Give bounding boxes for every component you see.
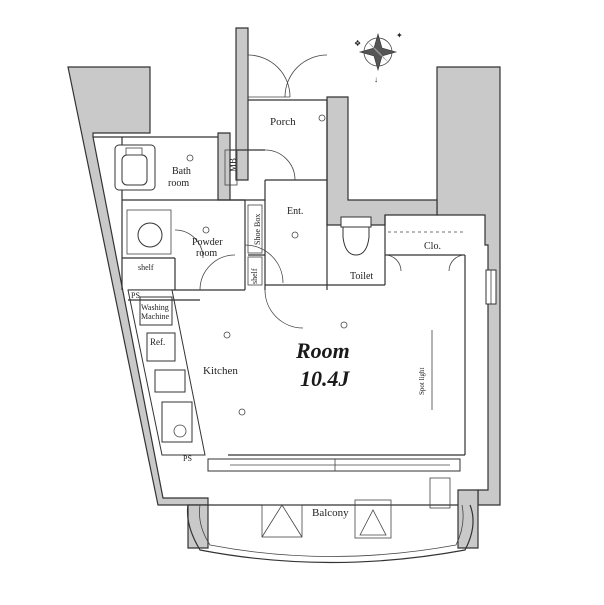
balcony-sash [207, 458, 461, 472]
svg-text:✦: ✦ [396, 31, 403, 40]
ref-label: Ref. [150, 337, 165, 347]
bath-label-line1: Bath [172, 166, 191, 177]
windows [485, 269, 497, 305]
washing-label-line2: Machine [141, 312, 169, 321]
doors [174, 54, 466, 329]
svg-text:↓: ↓ [374, 75, 378, 84]
shelf-mid-label: shelf [250, 268, 259, 284]
shelf-left-label: shelf [138, 263, 154, 272]
left-outer-wall [67, 66, 209, 506]
room-labels: Porch MB Bath room Ent. Shoe Box Powder … [131, 116, 441, 519]
toilet-label: Toilet [350, 271, 373, 282]
clo-label: Clo. [424, 241, 441, 252]
refrigerator [146, 332, 176, 362]
powder-label-line2: room [196, 248, 217, 259]
toilet-fixture [342, 224, 370, 256]
spot-light-label: Spot light [418, 368, 426, 395]
kitchen-label: Kitchen [203, 365, 238, 377]
room-size-label: 10.4J [300, 366, 351, 391]
porch-label: Porch [270, 116, 296, 128]
compass-rose-icon: ❖ ✦ ↓ [354, 31, 403, 84]
balcony [186, 477, 474, 564]
ps-top-label: PS [131, 291, 140, 300]
svg-text:❖: ❖ [354, 39, 361, 48]
stove [161, 401, 193, 443]
core-wall-right [326, 96, 438, 226]
electrical-symbols [186, 114, 348, 416]
washbasin [137, 222, 163, 248]
powder-label: Powder room [192, 237, 225, 259]
room-name-label: Room [295, 338, 350, 363]
bath-label: Bath room [168, 166, 193, 189]
sink [154, 369, 186, 393]
right-outer-wall [436, 66, 501, 506]
main-room-outline [200, 231, 466, 456]
ent-label: Ent. [287, 206, 303, 217]
washing-label-line1: Washing [141, 303, 169, 312]
washing-label: Washing Machine [141, 303, 171, 321]
interior-partitions [93, 99, 465, 291]
balcony-wall-right [457, 489, 479, 549]
balcony-wall-left [187, 504, 209, 549]
powder-label-line1: Powder [192, 237, 223, 248]
balcony-label: Balcony [312, 507, 349, 519]
storage [224, 149, 263, 286]
shoe-box-label: Shoe Box [253, 214, 262, 245]
ps-bottom-label: PS [183, 454, 192, 463]
kitchen-counter [127, 289, 206, 456]
bath-label-line2: room [168, 178, 189, 189]
mb-label: MB [228, 158, 238, 172]
sanitary-fixtures [114, 144, 372, 256]
washing-machine [139, 296, 173, 326]
porch-wall-left [235, 27, 249, 181]
